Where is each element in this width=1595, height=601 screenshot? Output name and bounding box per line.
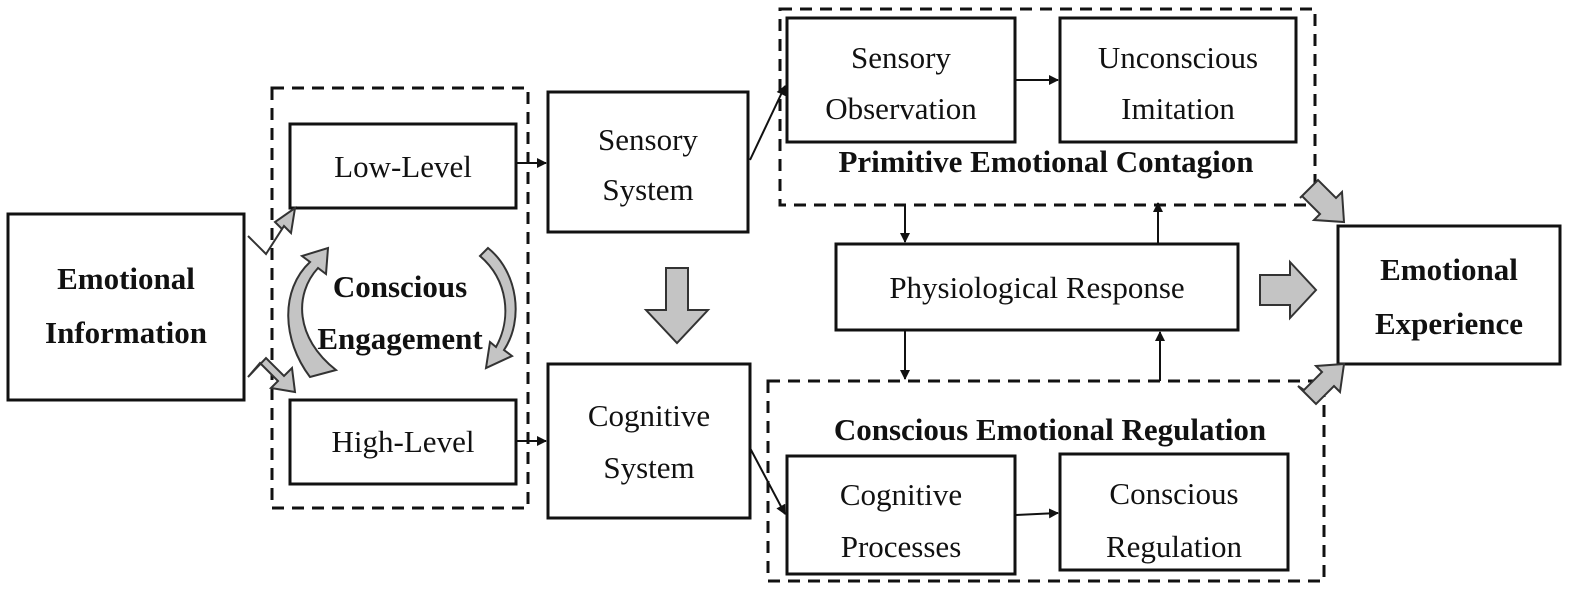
sensory-observation-line1: Sensory [851,40,951,75]
cognitive-system-node: Cognitive System [546,362,752,520]
emotional-experience-line1: Emotional [1380,252,1518,287]
arrow-cognitive-to-processes [749,447,786,515]
cognitive-processes-line1: Cognitive [840,477,962,512]
cognitive-processes-node: Cognitive Processes [785,454,1017,576]
contagion-group [778,7,1317,207]
emotional-experience-line2: Experience [1375,306,1523,341]
sensory-system-node: Sensory System [546,90,750,234]
conscious-regulation-line1: Conscious [1109,476,1238,511]
low-level-node: Low-Level [288,122,518,210]
high-level-label: High-Level [332,424,475,459]
conscious-engagement-cycle: Conscious Engagement [287,246,517,379]
emotional-experience-node: Emotional Experience [1336,224,1562,366]
arrow-sensory-to-observation [749,85,786,161]
cycle-right-arrow [478,246,517,370]
emotional-information-node: Emotional Information [6,212,246,402]
arrow-processes-to-regulation [1014,508,1059,519]
conscious-engagement-line2: Engagement [317,321,483,356]
conscious-regulation-group-label: Conscious Emotional Regulation [834,412,1266,447]
unconscious-imitation-line2: Imitation [1121,91,1235,126]
block-arrow-response-to-experience [1259,259,1318,321]
sensory-system-line2: System [602,172,693,207]
cycle-left-arrow [287,246,339,379]
low-level-label: Low-Level [334,149,472,184]
unconscious-imitation-node: Unconscious Imitation [1058,16,1298,144]
sensory-observation-line2: Observation [825,91,977,126]
unconscious-imitation-line1: Unconscious [1098,40,1258,75]
block-arrow-contagion-to-experience [1299,178,1346,224]
cognitive-system-line2: System [603,450,694,485]
emotional-information-line2: Information [45,315,207,350]
physiological-response-node: Physiological Response [834,242,1240,332]
engagement-group [270,86,530,510]
emotional-information-line1: Emotional [57,261,195,296]
cognitive-system-line1: Cognitive [588,398,710,433]
primitive-contagion-label: Primitive Emotional Contagion [838,144,1253,179]
block-arrow-sensory-to-cognitive [643,267,711,345]
cognitive-processes-line2: Processes [841,529,962,564]
block-arrow-regulation-to-experience [1297,362,1346,406]
block-arrow-to-low-level [247,205,297,256]
block-arrow-to-high-level [247,356,297,394]
high-level-node: High-Level [288,398,518,486]
sensory-observation-node: Sensory Observation [785,16,1017,144]
conscious-regulation-line2: Regulation [1106,529,1243,564]
sensory-system-line1: Sensory [598,122,698,157]
conscious-engagement-line1: Conscious [333,269,467,304]
physiological-response-label: Physiological Response [889,270,1184,305]
conscious-regulation-node: Conscious Regulation [1058,452,1290,572]
